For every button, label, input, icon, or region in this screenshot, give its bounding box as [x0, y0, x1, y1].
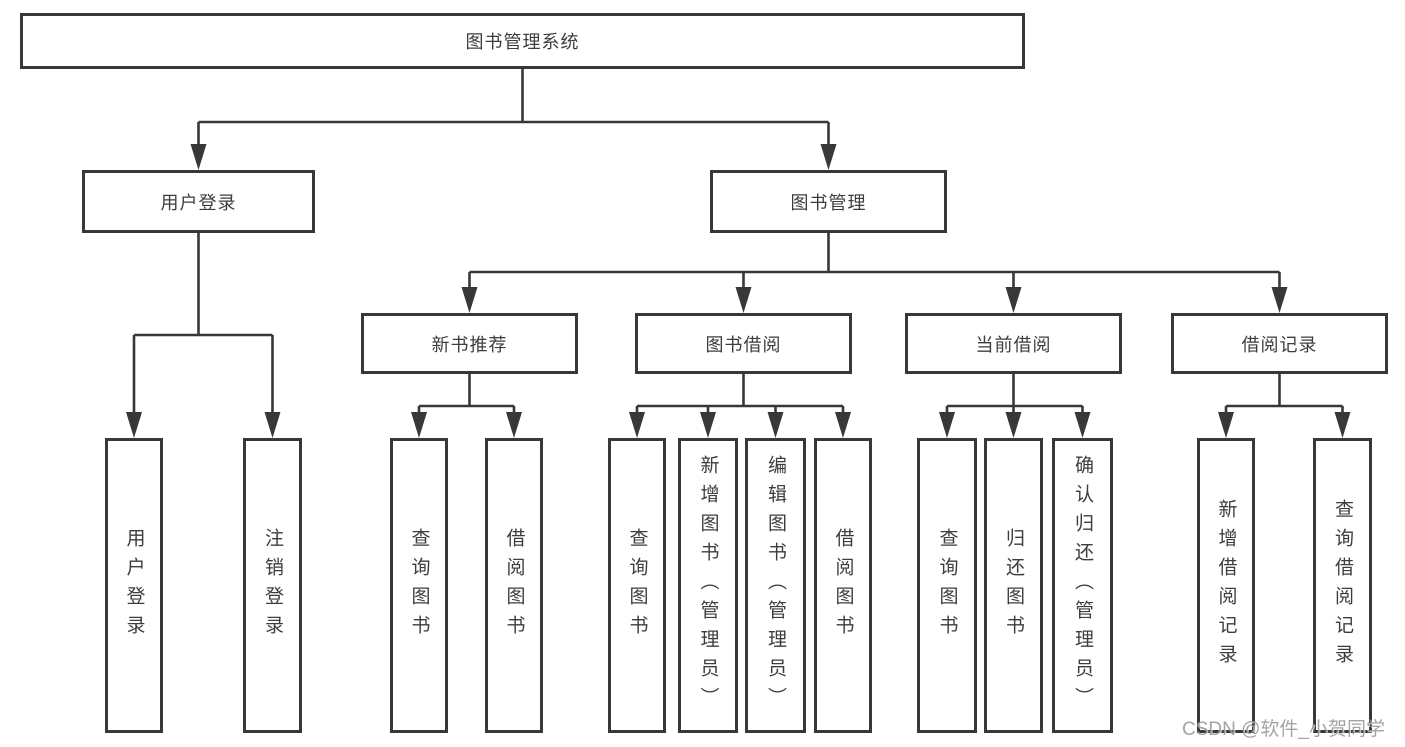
node-book-mgmt: 图书管理	[710, 170, 947, 233]
node-new-book-rec-label: 新书推荐	[431, 334, 508, 355]
csdn-watermark: CSDN @软件_小贺同学	[1182, 719, 1385, 740]
node-current-borrow: 当前借阅	[905, 313, 1122, 374]
connector-borrowrecords-to-leaves	[1224, 374, 1344, 430]
node-leaf-query-books-rec: 查询图书	[390, 438, 448, 733]
node-leaf-borrow-books-bor-label: 借阅图书	[832, 527, 854, 644]
node-leaf-edit-books: 编辑图书（管理员）	[745, 438, 806, 733]
node-leaf-borrow-books-rec: 借阅图书	[485, 438, 543, 733]
node-user-login-label: 用户登录	[160, 192, 237, 213]
connector-root-to-level2	[197, 69, 830, 162]
node-root: 图书管理系统	[20, 13, 1025, 69]
node-borrow-records-label: 借阅记录	[1241, 334, 1318, 355]
node-leaf-return-books-label: 归还图书	[1003, 527, 1024, 644]
node-leaf-borrow-books-rec-label: 借阅图书	[503, 527, 525, 644]
node-leaf-borrow-books-bor: 借阅图书	[814, 438, 872, 733]
node-user-login: 用户登录	[82, 170, 315, 233]
node-leaf-logout: 注销登录	[243, 438, 302, 733]
node-leaf-add-borrow-record: 新增借阅记录	[1197, 438, 1255, 733]
node-leaf-query-books-cur: 查询图书	[917, 438, 977, 733]
node-leaf-add-books-label: 新增图书（管理员）	[697, 455, 719, 716]
connector-newbookrec-to-leaves	[417, 374, 516, 430]
node-leaf-add-books: 新增图书（管理员）	[678, 438, 738, 733]
node-book-borrow-label: 图书借阅	[705, 334, 782, 355]
node-new-book-rec: 新书推荐	[361, 313, 578, 374]
node-current-borrow-label: 当前借阅	[975, 334, 1052, 355]
node-leaf-query-books-bor: 查询图书	[608, 438, 666, 733]
node-leaf-confirm-return-label: 确认归还（管理员）	[1072, 455, 1093, 716]
node-leaf-confirm-return: 确认归还（管理员）	[1052, 438, 1113, 733]
node-leaf-query-borrow-record-label: 查询借阅记录	[1332, 498, 1353, 673]
node-borrow-records: 借阅记录	[1171, 313, 1388, 374]
connector-bookmgmt-to-level3	[468, 233, 1281, 305]
node-leaf-edit-books-label: 编辑图书（管理员）	[765, 455, 786, 716]
connector-userlogin-to-leaves	[132, 233, 274, 430]
connector-bookborrow-to-leaves	[635, 374, 845, 430]
node-leaf-user-login-label: 用户登录	[123, 527, 145, 644]
node-leaf-query-borrow-record: 查询借阅记录	[1313, 438, 1372, 733]
node-leaf-add-borrow-record-label: 新增借阅记录	[1215, 498, 1237, 673]
node-leaf-query-books-rec-label: 查询图书	[408, 527, 430, 644]
node-leaf-user-login: 用户登录	[105, 438, 163, 733]
node-root-label: 图书管理系统	[465, 32, 580, 52]
node-leaf-query-books-bor-label: 查询图书	[626, 527, 648, 644]
node-book-mgmt-label: 图书管理	[790, 192, 867, 213]
node-leaf-query-books-cur-label: 查询图书	[936, 527, 958, 644]
node-leaf-logout-label: 注销登录	[262, 527, 283, 644]
connector-currentborrow-to-leaves	[945, 374, 1084, 430]
node-book-borrow: 图书借阅	[635, 313, 852, 374]
node-leaf-return-books: 归还图书	[984, 438, 1043, 733]
